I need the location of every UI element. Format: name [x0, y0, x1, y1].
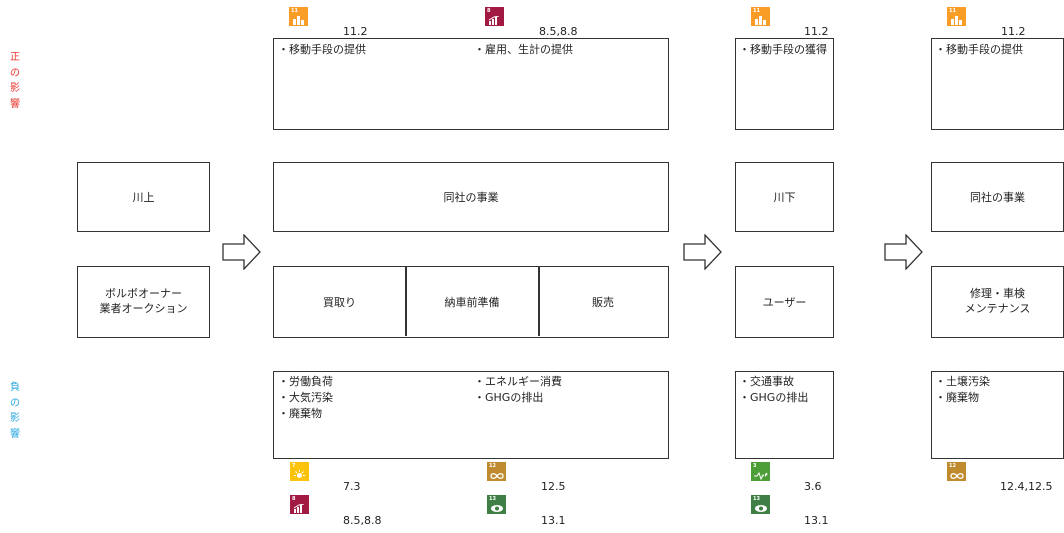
sdg-target-label: 11.2 — [804, 25, 829, 38]
flow-arrow-icon — [884, 234, 923, 270]
sdg-target-label: 7.3 — [343, 480, 361, 493]
positive-impact-box-company: ・移動手段の提供 ・雇用、生計の提供 — [273, 38, 669, 130]
sdg-target-label: 12.5 — [541, 480, 566, 493]
step-divider — [405, 267, 407, 336]
sdg-target-label: 8.5,8.8 — [539, 25, 578, 38]
sdg-goal8-icon: 8 — [290, 495, 309, 514]
stage-downstream: 川下 — [735, 162, 834, 232]
sdg-target-label: 8.5,8.8 — [343, 514, 382, 527]
sdg-target-label: 13.1 — [541, 514, 566, 527]
step-pre-delivery: 納車前準備 — [444, 295, 500, 309]
flow-arrow-icon — [222, 234, 261, 270]
stage-company: 同社の事業 — [273, 162, 669, 232]
negative-impact-box-downstream: ・交通事故 ・GHGの排出 — [735, 371, 834, 459]
sdg-goal13-icon: 13 — [487, 495, 506, 514]
impact-text: ・エネルギー消費 ・GHGの排出 — [474, 375, 562, 404]
sdg-goal3-icon: 3 — [751, 462, 770, 481]
actor-downstream: ユーザー — [735, 266, 834, 338]
impact-text: ・移動手段の提供 — [278, 43, 366, 56]
impact-text: ・移動手段の提供 — [935, 43, 1023, 56]
actor-company-after: 修理・車検 メンテナンス — [931, 266, 1064, 338]
step-divider — [538, 267, 540, 336]
positive-impact-label: 正 の 影 響 — [10, 52, 20, 110]
sdg-goal11-icon: 11 — [751, 7, 770, 26]
step-purchase: 買取り — [323, 295, 356, 309]
negative-impact-box-company: ・労働負荷 ・大気汚染 ・廃棄物 ・エネルギー消費 ・GHGの排出 — [273, 371, 669, 459]
negative-impact-box-company-after: ・土壌汚染 ・廃棄物 — [931, 371, 1064, 459]
positive-impact-box-downstream: ・移動手段の獲得 — [735, 38, 834, 130]
negative-impact-label: 負 の 影 響 — [10, 382, 20, 440]
sdg-target-label: 3.6 — [804, 480, 822, 493]
sdg-target-label: 11.2 — [1001, 25, 1026, 38]
stage-upstream: 川上 — [77, 162, 210, 232]
positive-impact-box-company-after: ・移動手段の提供 — [931, 38, 1064, 130]
sdg-target-label: 12.4,12.5 — [1000, 480, 1053, 493]
company-steps: 買取り 納車前準備 販売 — [273, 266, 669, 338]
actor-upstream: ボルボオーナー 業者オークション — [77, 266, 210, 338]
flow-arrow-icon — [683, 234, 722, 270]
impact-text: ・交通事故 ・GHGの排出 — [739, 375, 809, 404]
sdg-target-label: 13.1 — [804, 514, 829, 527]
impact-text: ・労働負荷 ・大気汚染 ・廃棄物 — [278, 375, 333, 420]
sdg-goal11-icon: 11 — [947, 7, 966, 26]
impact-text: ・土壌汚染 ・廃棄物 — [935, 375, 990, 404]
sdg-goal12-icon: 12 — [487, 462, 506, 481]
step-sales: 販売 — [592, 295, 614, 309]
sdg-target-label: 11.2 — [343, 25, 368, 38]
stage-company-after: 同社の事業 — [931, 162, 1064, 232]
impact-text: ・移動手段の獲得 — [739, 43, 827, 56]
sdg-goal12-icon: 12 — [947, 462, 966, 481]
sdg-goal11-icon: 11 — [289, 7, 308, 26]
impact-text: ・雇用、生計の提供 — [474, 43, 573, 56]
sdg-goal13-icon: 13 — [751, 495, 770, 514]
sdg-goal7-icon: 7 — [290, 462, 309, 481]
sdg-goal8-icon: 8 — [485, 7, 504, 26]
